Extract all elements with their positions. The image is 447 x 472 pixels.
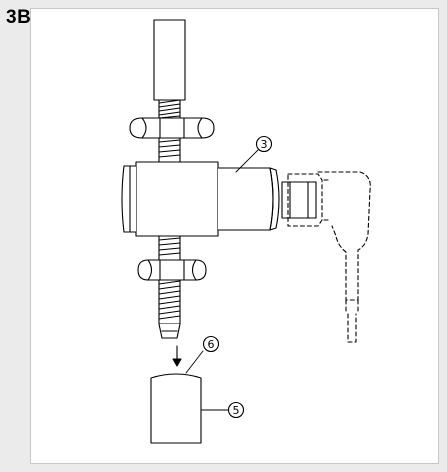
callout-6: 6 (202, 335, 220, 353)
valve-body (121, 161, 280, 237)
drawing-panel (30, 8, 439, 464)
leader-lines (185, 149, 259, 411)
downward-arrow (172, 345, 182, 367)
callout-3-number: 3 (261, 138, 268, 151)
side-fitting (281, 181, 317, 219)
callout-5: 5 (227, 401, 245, 419)
top-thread (158, 99, 181, 119)
top-neck (158, 137, 181, 163)
top-pipe (153, 19, 186, 101)
callout-3: 3 (255, 135, 273, 153)
callout-6-number: 6 (208, 338, 215, 351)
callout-5-number: 5 (233, 404, 240, 417)
dashed-connector (287, 171, 371, 343)
bottom-thread (158, 279, 181, 339)
cap-component (150, 373, 202, 444)
bottom-hex-nut (137, 259, 207, 281)
bottom-neck (158, 235, 181, 261)
top-hex-nut (129, 117, 215, 139)
figure-label: 3B (6, 7, 32, 28)
